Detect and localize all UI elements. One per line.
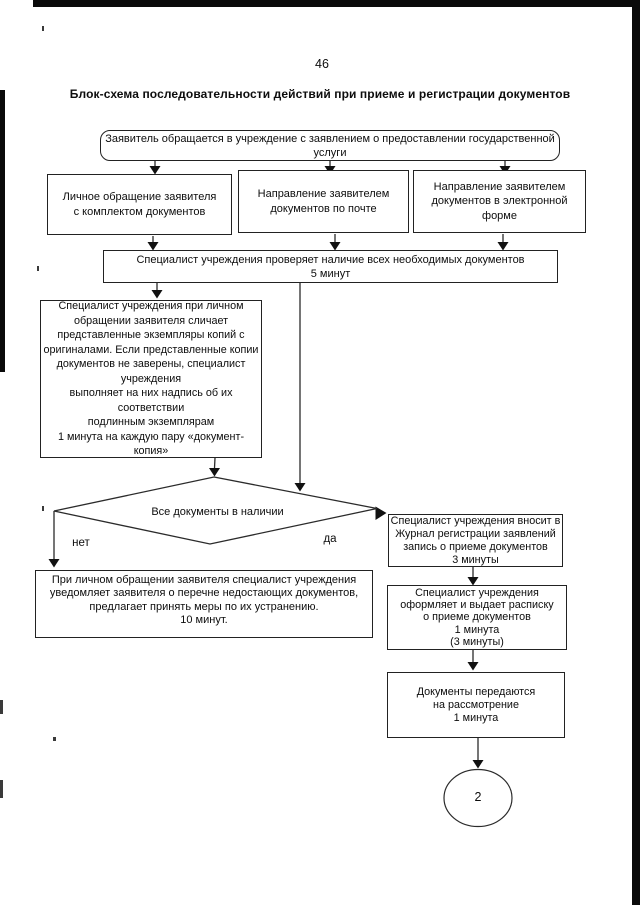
decision-diamond xyxy=(53,476,378,545)
scan-speck xyxy=(53,737,56,741)
node-start-applicant: Заявитель обращается в учреждение с заяв… xyxy=(100,130,560,161)
arrow-transfer-to-offpage xyxy=(472,760,484,769)
node-channel-electronic: Направление заявителем документов в элек… xyxy=(413,170,586,233)
page-title: Блок-схема последовательности действий п… xyxy=(69,87,571,101)
arrow-electronic-to-check xyxy=(497,242,509,251)
node-channel-mail: Направление заявителем документов по поч… xyxy=(238,170,409,233)
offpage-connector-circle xyxy=(443,768,513,828)
scan-speck xyxy=(0,700,3,714)
arrow-register-to-receipt xyxy=(467,577,479,586)
node-compare-copies: Специалист учреждения при личном обращен… xyxy=(40,300,262,458)
scan-speck xyxy=(0,780,3,798)
arrow-start-to-personal xyxy=(149,166,161,175)
page-number: 46 xyxy=(315,57,329,71)
arrow-personal-to-check xyxy=(147,242,159,251)
arrow-yes-to-register xyxy=(375,506,387,520)
scan-artifact-left-bar xyxy=(0,90,5,372)
scan-speck xyxy=(37,266,39,271)
node-check-documents: Специалист учреждения проверяет наличие … xyxy=(103,250,558,283)
scan-speck xyxy=(42,26,44,31)
node-transfer-review: Документы передаются на рассмотрение 1 м… xyxy=(387,672,565,738)
node-channel-personal: Личное обращение заявителя с комплектом … xyxy=(47,174,232,235)
decision-label: Все документы в наличии xyxy=(151,506,284,518)
arrow-compare-to-decision xyxy=(209,468,220,477)
node-notify-missing-docs: При личном обращении заявителя специалис… xyxy=(35,570,373,638)
arrow-mail-to-check xyxy=(329,242,341,251)
scan-speck xyxy=(42,506,44,511)
node-issue-receipt: Специалист учреждения оформляет и выдает… xyxy=(387,585,567,650)
node-register-journal: Специалист учреждения вносит в Журнал ре… xyxy=(388,514,563,567)
scan-artifact-right-bar xyxy=(632,0,640,905)
arrow-no-to-notify xyxy=(48,559,60,568)
arrow-check-to-compare xyxy=(151,290,163,299)
offpage-connector-label: 2 xyxy=(474,790,482,804)
arrow-check-to-decision xyxy=(294,483,306,492)
arrow-receipt-to-transfer xyxy=(467,662,479,671)
decision-yes-label: да xyxy=(323,533,337,545)
decision-no-label: нет xyxy=(72,537,90,549)
scan-artifact-top-bar xyxy=(33,0,640,7)
